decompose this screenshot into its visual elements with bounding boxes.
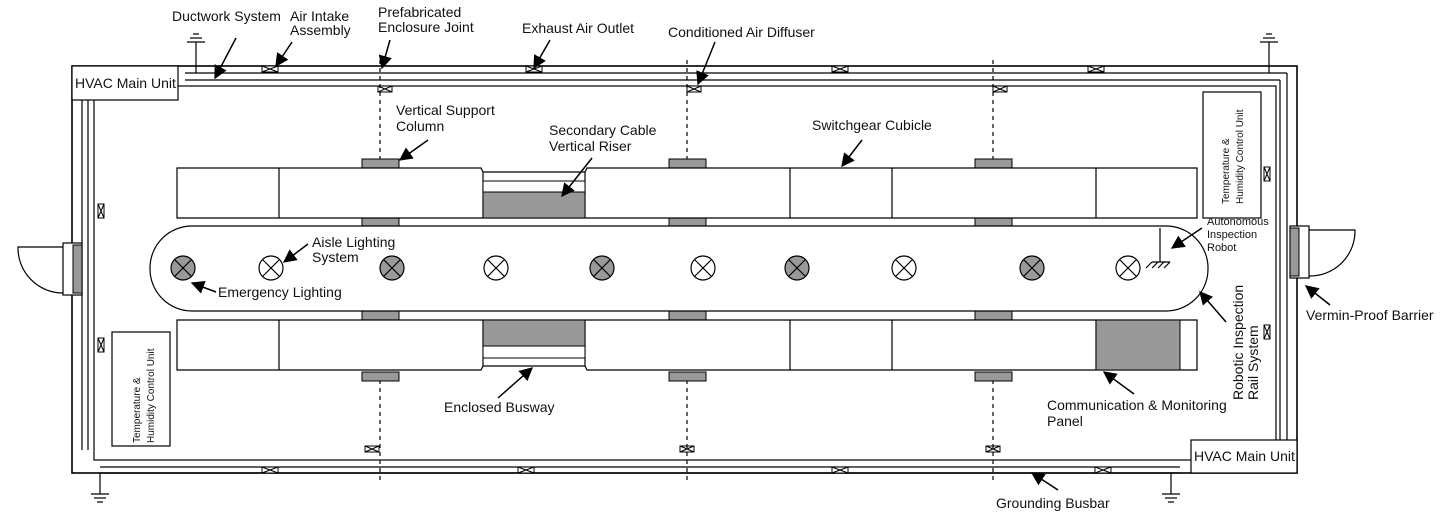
prefab-label-2: Enclosure Joint: [378, 19, 474, 35]
robot-label-1: Autonomous: [1207, 216, 1269, 228]
riser-label-2: Vertical Riser: [549, 138, 632, 154]
emergency-lights: [170, 255, 1045, 281]
labels: Ductwork System Air Intake Assembly Pref…: [172, 4, 1434, 511]
air-intake-label-1: Air Intake: [290, 8, 349, 24]
emergency-label: Emergency Lighting: [218, 284, 342, 300]
emergency-light: [379, 255, 405, 281]
column-label-2: Column: [396, 118, 444, 134]
aisle-light: [1115, 255, 1141, 281]
aisle-light: [258, 255, 284, 281]
cable-riser: [482, 191, 586, 219]
enclosed-busway: [482, 319, 586, 347]
aisle-light: [483, 255, 509, 281]
hvac-top-label: HVAC Main Unit: [75, 75, 176, 91]
inspection-robot: [1145, 228, 1171, 269]
aisle-light: [891, 255, 917, 281]
busway-label: Enclosed Busway: [444, 399, 555, 415]
ground-symbols: [91, 33, 1278, 503]
door-right: [1289, 225, 1356, 279]
rail-label-2: Rail System: [1245, 325, 1261, 400]
rail-label-1: Robotic Inspection: [1230, 285, 1246, 400]
comm-label-2: Panel: [1047, 413, 1083, 429]
emergency-light: [1019, 255, 1045, 281]
exhaust-label: Exhaust Air Outlet: [522, 20, 634, 36]
thc-unit-left: Temperature & Humidity Control Unit: [111, 331, 171, 447]
vermin-label: Vermin-Proof Barrier: [1306, 307, 1434, 323]
support-columns: [361, 158, 1013, 382]
robot-label-2: Inspection: [1207, 229, 1257, 241]
aisle-lights: [258, 255, 1141, 281]
aisle-label-2: System: [312, 249, 359, 265]
air-intake-label-2: Assembly: [290, 22, 351, 38]
emergency-light: [170, 255, 196, 281]
door-left: [17, 242, 83, 296]
leader-arrows: [190, 37, 1331, 491]
thc-right-label-1: Temperature &: [1221, 138, 1232, 204]
emergency-light: [589, 255, 615, 281]
column-label-1: Vertical Support: [396, 102, 495, 118]
grounding-label: Grounding Busbar: [996, 495, 1110, 511]
switchgear-row-bottom: [176, 319, 1198, 371]
thc-left-label-2: Humidity Control Unit: [146, 348, 157, 443]
ductwork-system: [81, 72, 1288, 474]
comm-label-1: Communication & Monitoring: [1047, 397, 1227, 413]
aisle-label-1: Aisle Lighting: [312, 234, 395, 250]
thc-left-label-1: Temperature &: [132, 377, 143, 443]
switchgear-label: Switchgear Cubicle: [812, 117, 932, 133]
diffuser-label: Conditioned Air Diffuser: [668, 24, 815, 40]
ductwork-label: Ductwork System: [172, 8, 281, 24]
comm-monitoring-panel: [1095, 319, 1181, 371]
aisle-light: [690, 255, 716, 281]
hvac-bottom-label: HVAC Main Unit: [1194, 448, 1295, 464]
emergency-light: [784, 255, 810, 281]
hvac-main-unit-bottom: HVAC Main Unit: [1190, 439, 1298, 474]
thc-right-label-2: Humidity Control Unit: [1235, 109, 1246, 204]
switchgear-row-top: [176, 167, 1198, 219]
thc-unit-right: Temperature & Humidity Control Unit: [1202, 91, 1262, 219]
riser-label-1: Secondary Cable: [549, 122, 657, 138]
hvac-main-unit-top: HVAC Main Unit: [71, 65, 179, 101]
robot-label-3: Robot: [1207, 242, 1236, 254]
robotic-rail: [149, 225, 1209, 312]
prefab-label-1: Prefabricated: [378, 4, 461, 20]
